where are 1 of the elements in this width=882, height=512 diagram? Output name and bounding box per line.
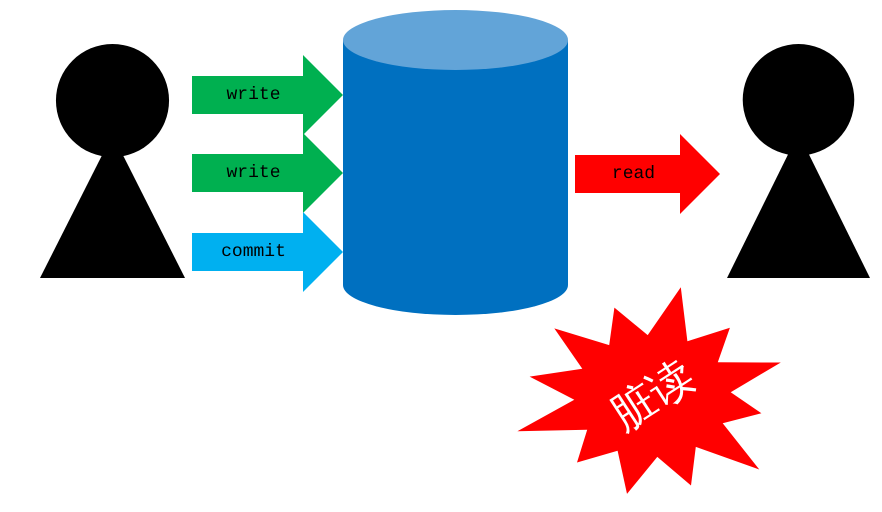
burst-text: 脏读	[602, 352, 702, 440]
